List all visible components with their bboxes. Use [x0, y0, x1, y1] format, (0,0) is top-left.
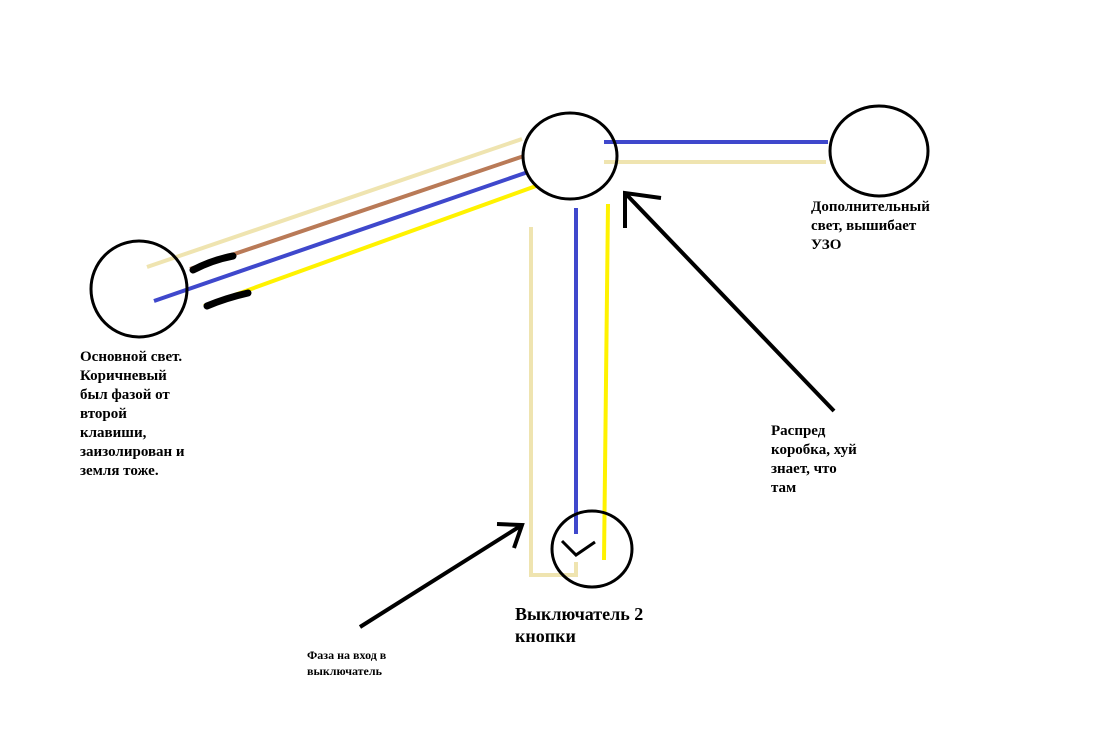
phase-input-label: Фаза на вход в выключатель [307, 648, 389, 678]
switch-mark-icon [560, 539, 596, 557]
extra-light-circle [828, 104, 930, 198]
arrow-to-junction-icon [623, 190, 836, 413]
arrow-to-switch-icon [358, 522, 525, 629]
wire-beige-main [146, 137, 523, 269]
wire-yellow-main [203, 184, 537, 308]
insulation-mark-yellow [203, 289, 252, 310]
junction-box-label: Распред коробка, хуй знает, что там [771, 423, 861, 496]
junction-box-circle [521, 111, 619, 201]
extra-light-label: Дополнительный свет, вышибает УЗО [811, 199, 934, 253]
main-light-circle [89, 239, 189, 339]
main-light-label: Основной свет. Коричневый был фазой от в… [80, 349, 188, 479]
wire-yellow-switch [602, 203, 610, 561]
wire-beige-switch [529, 227, 578, 577]
wire-blue-main [153, 170, 529, 303]
switch-label: Выключатель 2 кнопки [515, 604, 648, 646]
insulation-mark-brown [189, 252, 237, 274]
wire-brown-main [189, 154, 525, 271]
switch-circle [550, 509, 634, 589]
